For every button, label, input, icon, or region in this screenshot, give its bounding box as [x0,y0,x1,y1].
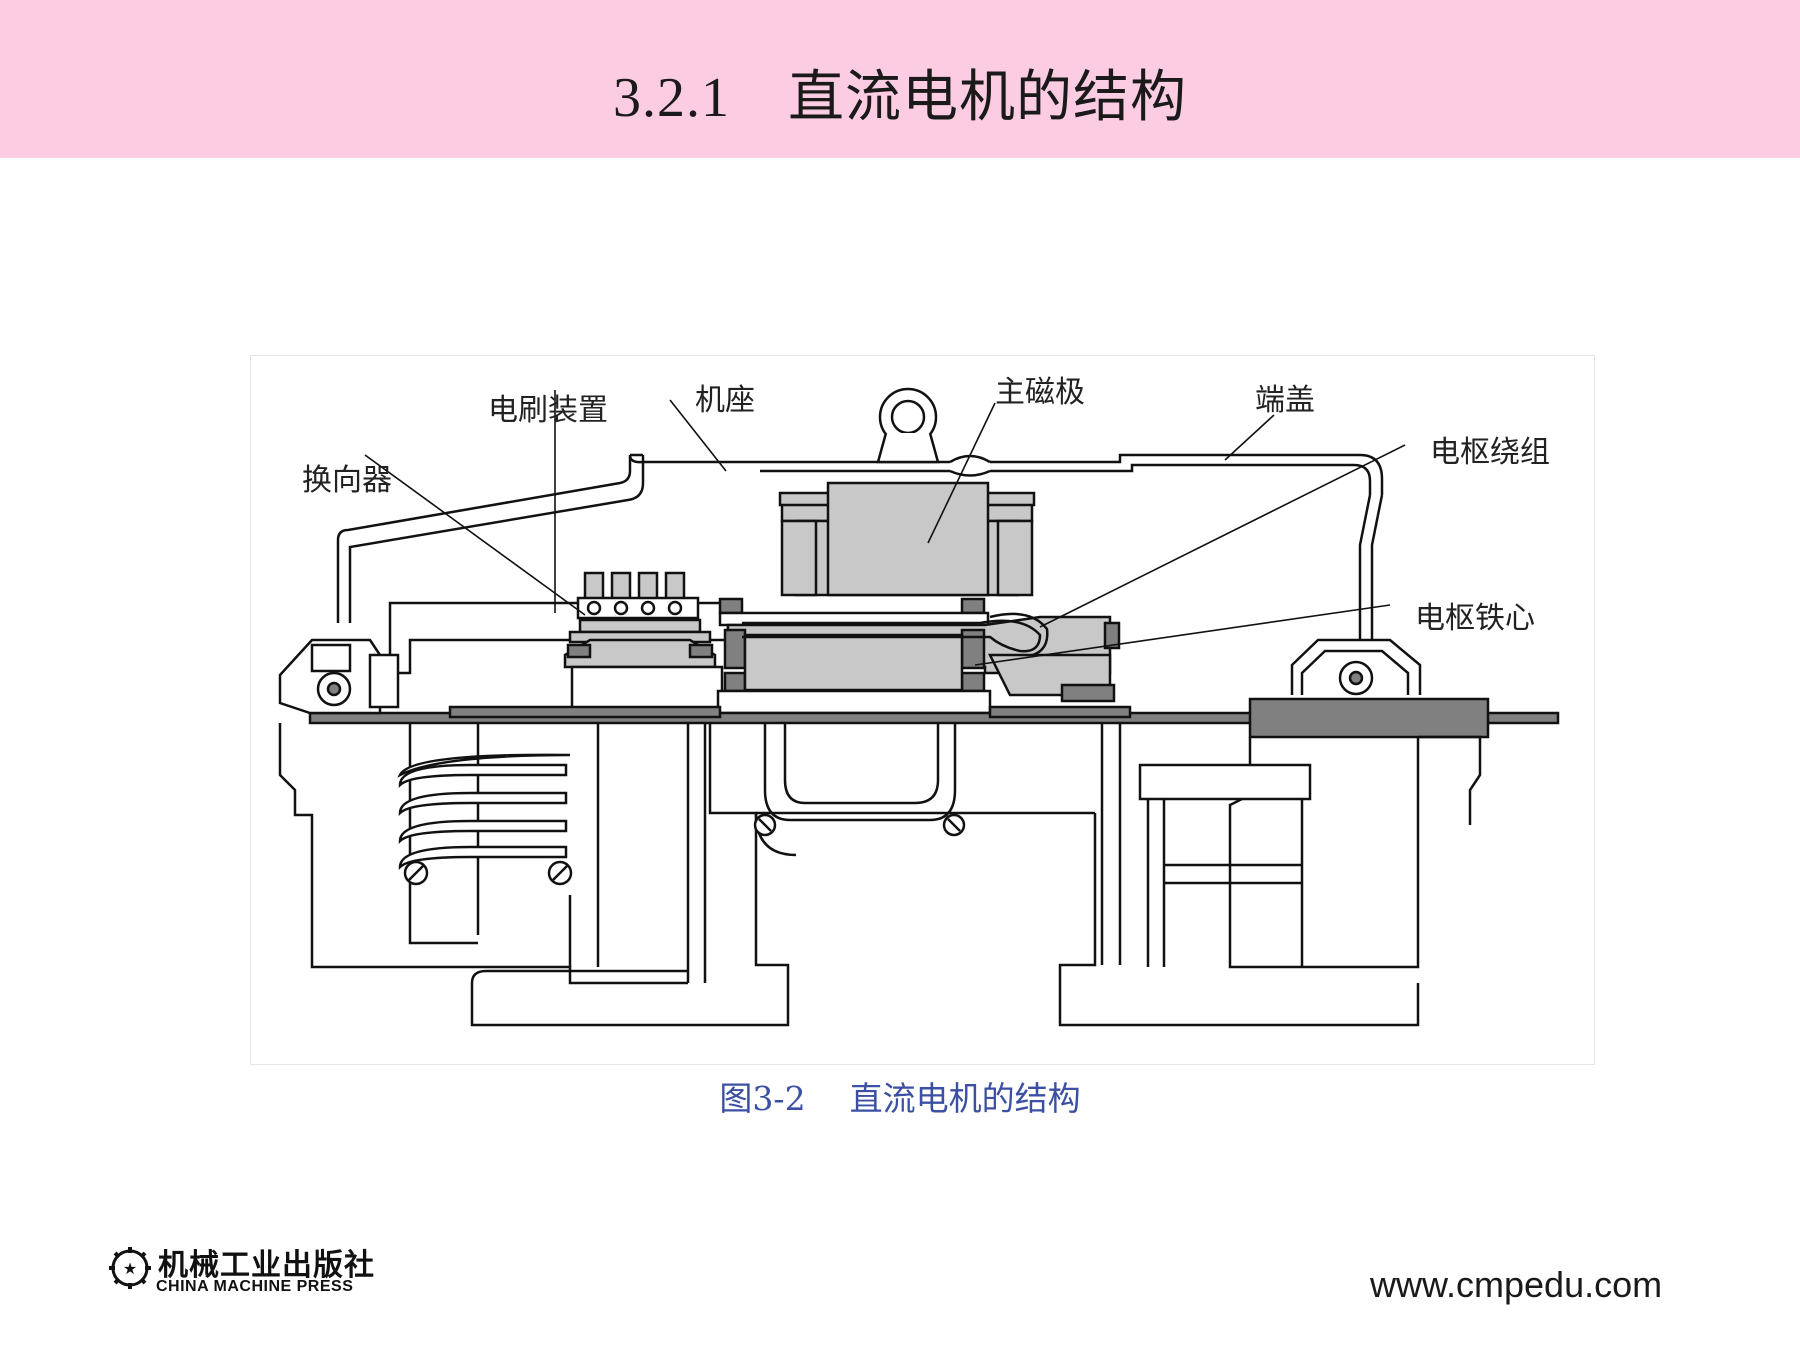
website-url: www.cmpedu.com [1370,1264,1663,1305]
left-bearing [278,638,400,715]
title-bar [0,0,1800,158]
publisher-name-cn: 机械工业出版社 [158,1248,375,1283]
slide-title: 3.2.1 直流电机的结构 [0,52,1800,133]
armature [716,597,1121,715]
label-main-pole: 主磁极 [995,375,1085,410]
lifting-eye [876,387,940,464]
label-armature-core: 电枢铁心 [1415,601,1535,636]
lower-frame [278,723,1482,1027]
label-armature-winding: 电枢绕组 [1430,435,1550,470]
figure-caption: 图3-2 直流电机的结构 [0,1072,1800,1120]
gear-logo-icon: ★ [109,1247,151,1289]
section-number: 3.2.1 [613,67,730,129]
main-pole [778,481,1036,597]
leader-lines [364,390,1406,666]
right-bearing [1290,638,1422,696]
title-text: 直流电机的结构 [788,65,1187,130]
caption-text: 直流电机的结构 [849,1079,1081,1118]
caption-number: 图3-2 [719,1079,806,1118]
commutator [563,618,724,711]
vent-grille [397,753,573,886]
label-brush-gear: 电刷装置 [488,393,608,428]
label-end-cover: 端盖 [1255,383,1315,418]
publisher-name-en: CHINA MACHINE PRESS [156,1278,354,1295]
motor-diagram: .o { fill: none; stroke: #111; stroke-wi… [250,355,1595,1065]
svg-text:★: ★ [123,1259,137,1278]
publisher-logo: ★ 机械工业出版社 CHINA MACHINE PRESS [108,1240,408,1302]
label-commutator: 换向器 [302,463,392,498]
label-frame: 机座 [695,383,755,418]
dc-motor-cross-section: .o { fill: none; stroke: #111; stroke-wi… [250,355,1595,1065]
frame-outline [336,453,1384,667]
shaft [308,697,1560,739]
